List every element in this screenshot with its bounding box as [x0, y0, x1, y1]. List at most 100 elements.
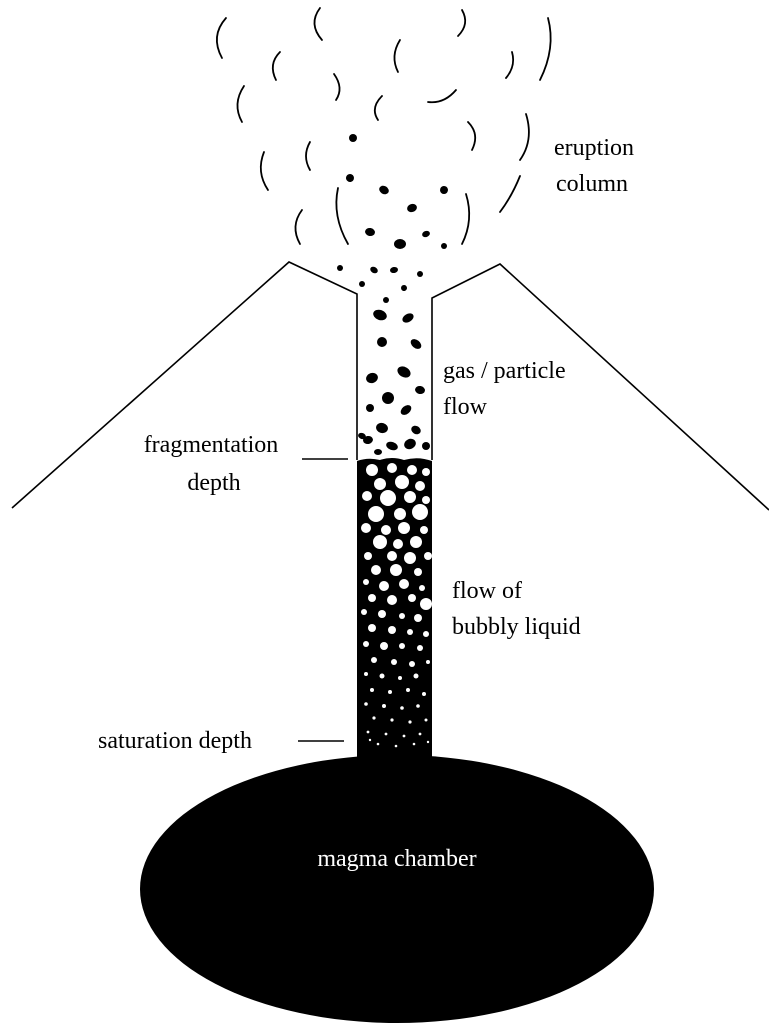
bubble — [373, 535, 387, 549]
bubble — [372, 716, 375, 719]
plume-curl — [273, 52, 280, 80]
bubble — [368, 594, 376, 602]
particle — [401, 312, 415, 325]
bubbly-liquid-label-line2: bubbly liquid — [452, 614, 581, 640]
particle — [372, 308, 389, 322]
bubble — [420, 526, 428, 534]
bubble — [399, 613, 405, 619]
bubble — [387, 463, 397, 473]
bubble — [414, 674, 419, 679]
bubble — [416, 704, 420, 708]
bubble — [417, 645, 423, 651]
particle — [378, 184, 391, 196]
bubble — [422, 692, 426, 696]
particle — [422, 442, 430, 450]
plume-curl — [394, 40, 400, 72]
bubble — [395, 745, 398, 748]
particle — [382, 392, 394, 404]
gas-particle-flow-label: gas / particle flow — [443, 358, 572, 420]
bubble — [409, 661, 415, 667]
bubble — [423, 631, 429, 637]
bubble — [424, 552, 432, 560]
bubble — [404, 552, 416, 564]
fragmentation-depth-label-line1: fragmentation — [144, 432, 279, 458]
plume-curl — [314, 8, 322, 40]
particle — [369, 265, 379, 274]
bubble — [385, 733, 388, 736]
bubble — [404, 491, 416, 503]
eruption-column-plume — [217, 8, 551, 244]
bubble — [380, 490, 396, 506]
plume-curl — [295, 210, 302, 244]
bubble — [399, 579, 409, 589]
particle — [349, 134, 357, 142]
particle — [364, 227, 375, 237]
bubble — [363, 579, 369, 585]
particle — [441, 243, 447, 249]
particle — [402, 437, 417, 451]
particle — [345, 173, 355, 183]
bubble — [364, 552, 372, 560]
particle — [374, 449, 382, 455]
bubble — [371, 657, 377, 663]
bubble — [380, 674, 385, 679]
bubble — [419, 585, 425, 591]
bubble — [377, 743, 380, 746]
bubble — [414, 614, 422, 622]
bubble — [426, 660, 430, 664]
volcano-right-flank — [432, 264, 769, 510]
bubble — [400, 706, 404, 710]
particle — [394, 239, 406, 249]
eruption-column-label-line1: eruption — [554, 135, 634, 161]
bubble — [366, 464, 378, 476]
bubble — [407, 629, 413, 635]
plume-curl — [336, 188, 348, 244]
particle — [359, 281, 365, 287]
particle — [399, 403, 413, 417]
bubble — [381, 525, 391, 535]
bubble — [415, 481, 425, 491]
bubble — [408, 720, 411, 723]
bubble — [361, 523, 371, 533]
bubble — [422, 496, 430, 504]
bubble — [419, 733, 422, 736]
particle — [417, 271, 423, 277]
bubble — [406, 688, 410, 692]
bubble — [368, 624, 376, 632]
bubble — [398, 522, 410, 534]
bubbly-liquid-label: flow of bubbly liquid — [452, 578, 581, 640]
eruption-column-label: eruption column — [554, 135, 640, 197]
bubble — [408, 594, 416, 602]
bubble — [367, 731, 370, 734]
gas-particle-flow-label-line2: flow — [443, 394, 488, 420]
bubble — [427, 741, 429, 743]
plume-curl — [306, 142, 310, 170]
bubbly-liquid-label-line1: flow of — [452, 578, 522, 604]
plume-curl — [375, 96, 382, 120]
bubble — [370, 688, 374, 692]
bubble — [395, 475, 409, 489]
bubble — [380, 642, 388, 650]
particle — [377, 337, 387, 347]
bubble — [399, 643, 405, 649]
bubble — [414, 568, 422, 576]
particle — [395, 364, 412, 380]
particle — [410, 424, 423, 436]
plume-curl — [217, 18, 226, 58]
fragmentation-depth-label: fragmentation depth — [144, 432, 285, 496]
bubble — [379, 581, 389, 591]
bubble — [382, 704, 386, 708]
plume-curl — [520, 114, 529, 160]
magma-chamber-label: magma chamber — [317, 846, 476, 872]
plume-curl — [506, 52, 513, 78]
bubble — [391, 659, 397, 665]
fragmentation-depth-label-line2: depth — [187, 470, 240, 496]
bubble — [410, 536, 422, 548]
plume-curl — [458, 10, 465, 36]
gas-particle-flow-label-line1: gas / particle — [443, 358, 566, 384]
bubble — [387, 595, 397, 605]
bubble — [393, 539, 403, 549]
particle — [383, 297, 389, 303]
plume-curl — [237, 86, 244, 122]
